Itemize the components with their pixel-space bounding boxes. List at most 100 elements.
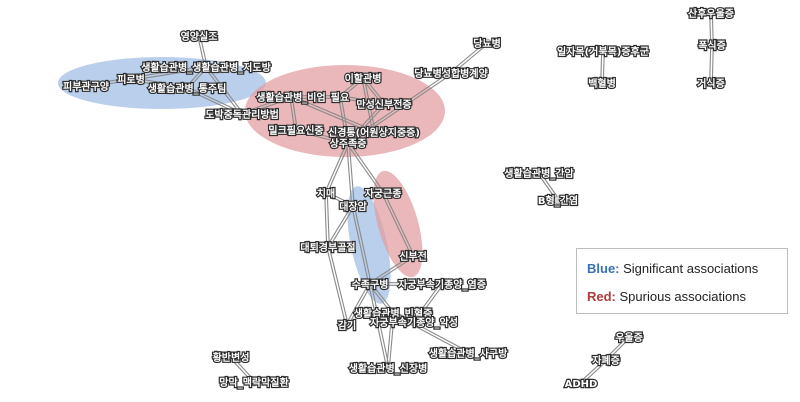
edge-n8-n9-0: [340, 78, 365, 99]
edge-n18-n19-1: [328, 206, 355, 248]
edge-n22-n24-1: [414, 284, 444, 324]
node-n34-label: B형_간염: [538, 194, 578, 207]
edge-n13-n14-0: [348, 73, 453, 145]
edge-n10-n13-0: [346, 102, 384, 143]
edge-n18-n21-1: [353, 205, 372, 284]
node-n11-dot: [291, 125, 301, 135]
node-n15-label: 당뇨병: [473, 37, 501, 50]
node-n3-dot: [81, 81, 91, 91]
legend-row-significant: Blue: Significant associations: [587, 261, 758, 276]
node-n29-label: 백혈병: [588, 77, 616, 90]
edge-n7-n11-1: [291, 96, 298, 130]
edge-n3-n4-1: [85, 77, 131, 86]
blue-region-colon-path: [347, 186, 391, 304]
edge-n31-n32-1: [711, 45, 714, 84]
node-n22-label: 자궁부속기종양_염증: [398, 278, 486, 291]
edge-n2-n5-1: [187, 67, 208, 90]
node-n22-dot: [437, 279, 447, 289]
node-n37-dot: [624, 332, 634, 342]
node-n14-dot: [446, 68, 456, 78]
legend-box: Blue: Significant associations Red: Spur…: [576, 248, 788, 314]
node-n7-label: 생활습관병_비엄: [256, 91, 325, 104]
node-n11-label: 밀크필요신중: [268, 124, 323, 137]
node-n37-label: 우울증: [615, 332, 643, 344]
node-n28-label: 일자목(거북목)증후군: [557, 45, 649, 58]
node-n25-dot: [342, 320, 352, 330]
edge-n4-n2-0: [131, 67, 207, 81]
node-n12-label: 신경통(어원상지중증): [328, 126, 420, 139]
edge-n30-n31-0: [709, 13, 712, 46]
edge-n5-n6-0: [186, 88, 242, 116]
node-layer: 영양실조생활습관병_생활습관병_저도방피부관구양피로병생활습관병_통주팀도박중독…: [62, 6, 735, 391]
edge-n13-n16-0: [324, 142, 348, 193]
node-n1-dot: [194, 31, 204, 41]
edge-n7-n11-0: [289, 97, 296, 131]
edge-n18-n21-0: [351, 206, 370, 285]
edge-n2-n6-1: [206, 65, 244, 114]
edge-n13-n17-0: [346, 143, 383, 195]
edge-n23-n27-1: [388, 313, 395, 369]
edge-n17-n20-0: [381, 193, 413, 257]
node-n10-label: 만성신부전증: [356, 98, 411, 111]
edge-n20-n21-0: [368, 254, 413, 284]
edge-n35-n36-0: [229, 357, 254, 384]
red-region-uterus-path: [373, 170, 423, 278]
edge-n27-n21-0: [370, 283, 390, 368]
edge-n25-n19-0: [328, 246, 349, 325]
edge-n14-n15-0: [451, 43, 489, 75]
node-n4-label: 피로병: [117, 73, 145, 86]
edge-n14-n15-1: [449, 41, 487, 73]
edge-n21-n23-1: [370, 282, 395, 313]
edge-n16-n19-1: [326, 192, 330, 247]
node-n13-label: 상주족증: [330, 137, 367, 150]
node-n10-dot: [379, 99, 389, 109]
node-n2-dot: [201, 62, 211, 72]
edge-n8-n10-0: [339, 97, 384, 106]
node-n39-label: ADHD: [565, 379, 598, 390]
edge-n38-n39-0: [579, 358, 606, 383]
edge-n21-n25-1: [347, 284, 372, 326]
legend-blue-key: Blue:: [587, 261, 620, 276]
edge-n7-n12-0: [290, 97, 374, 134]
node-n38-label: 자폐증: [592, 354, 620, 367]
node-n31-dot: [707, 40, 717, 50]
node-n8-label: 필요: [331, 91, 349, 104]
edge-n16-n18-0: [325, 193, 353, 208]
node-n20-label: 신부전: [399, 250, 427, 263]
edge-n2-n6-0: [204, 67, 242, 116]
node-n21-dot: [365, 279, 375, 289]
legend-red-text: Spurious associations: [619, 289, 746, 304]
edge-n9-n12-1: [363, 77, 376, 132]
edge-n30-n31-1: [711, 12, 714, 45]
edge-n8-n10-1: [340, 95, 385, 104]
edge-n23-n26-0: [392, 313, 468, 355]
edge-n13-n18-1: [348, 142, 355, 206]
edge-n25-n19-1: [326, 247, 347, 326]
edge-n27-n21-1: [368, 284, 388, 369]
edge-n4-n2-1: [130, 65, 206, 79]
node-n30-label: 산후우울증: [688, 7, 734, 20]
node-n36-label: 망막_맥락막질환: [219, 376, 289, 389]
node-n23-label: 생활습관병_빈혈증: [354, 307, 433, 320]
node-n19-dot: [323, 242, 333, 252]
node-n6-label: 도박중독관리방법: [205, 108, 279, 121]
node-n1-label: 영양실조: [181, 30, 218, 43]
node-n9-label: 이할관병: [345, 72, 382, 85]
edge-n5-n6-1: [187, 86, 243, 114]
node-n26-dot: [463, 348, 473, 358]
edge-n16-n19-0: [324, 193, 328, 248]
node-n15-dot: [482, 38, 492, 48]
node-n32-dot: [706, 78, 716, 88]
node-n12-dot: [369, 127, 379, 137]
edge-n8-n13-1: [340, 96, 350, 143]
edge-n4-n5-0: [130, 79, 187, 90]
node-n34-dot: [553, 195, 563, 205]
edge-n22-n24-0: [412, 282, 442, 322]
node-n17-label: 자궁근종: [365, 187, 402, 200]
edge-n6-n7-1: [241, 95, 291, 114]
edge-n9-n12-0: [361, 78, 374, 133]
edge-n6-n7-0: [242, 97, 292, 116]
node-n35-label: 황반변성: [213, 351, 250, 364]
node-n9-dot: [358, 73, 368, 83]
